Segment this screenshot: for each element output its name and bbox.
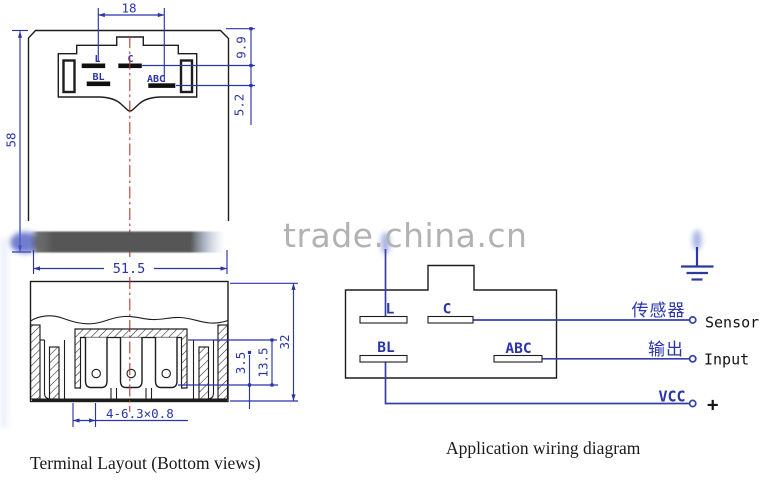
dim-tick xyxy=(270,338,274,342)
relay-label-c: C xyxy=(443,302,452,318)
arrowhead xyxy=(17,31,23,38)
wire-end-node-output xyxy=(688,354,697,363)
output-label-en: Input xyxy=(704,351,749,369)
sensor-label-en: Sensor xyxy=(705,314,759,332)
arrowhead xyxy=(33,266,40,271)
blade-hole-3 xyxy=(161,368,171,379)
terminal-label-c: C xyxy=(127,54,133,65)
relay-label-bl: BL xyxy=(377,340,395,356)
inner-wall-left xyxy=(48,346,60,400)
arrowhead xyxy=(98,12,105,18)
connector-body-section xyxy=(74,328,188,389)
dim-tick xyxy=(249,27,253,31)
wire-end-node-vcc xyxy=(688,399,697,408)
relay-body-outline xyxy=(344,264,558,379)
arrowhead xyxy=(89,418,96,423)
edge-tint xyxy=(0,238,8,428)
dim-tick xyxy=(247,383,252,387)
outer-wall-left xyxy=(29,324,41,400)
plus-label: + xyxy=(707,394,718,416)
blade-section-1 xyxy=(84,337,108,389)
dim-text-51-5: 51.5 xyxy=(113,261,146,277)
dim-text-32: 32 xyxy=(277,334,292,349)
case-outline xyxy=(27,29,230,221)
relay-label-abc: ABC xyxy=(505,341,531,357)
sensor-label-cn: 传感器 xyxy=(632,301,686,321)
terminal-layout-caption: Terminal Layout (Bottom views) xyxy=(30,453,261,473)
blade-section-2 xyxy=(119,337,143,389)
break-line xyxy=(30,315,229,325)
terminal-blade-abc xyxy=(148,83,176,88)
blade-hole-1 xyxy=(91,368,101,379)
vcc-label: VCC xyxy=(658,388,685,406)
relay-terminal-abc xyxy=(493,354,543,363)
top-view-drawing: L C BL ABC 18 58 xyxy=(0,1,255,428)
output-label-cn: 输出 xyxy=(648,340,684,360)
relay-terminal-l xyxy=(359,315,408,324)
wire-fade-glow xyxy=(381,232,390,254)
arrowhead xyxy=(291,394,296,401)
arrowhead xyxy=(73,418,80,423)
terminal-label-l: L xyxy=(94,54,100,65)
dim-tick xyxy=(247,350,252,355)
dim-text-13-5: 13.5 xyxy=(256,347,271,377)
bottom-view-drawing: 32 13.5 3.5 4-6.3×0.8 xyxy=(29,277,298,427)
dim-text-9-9: 9.9 xyxy=(234,36,249,59)
watermark-text: trade.china.cn xyxy=(283,216,528,255)
terminal-label-bl: BL xyxy=(92,72,104,83)
wiring-diagram-caption: Application wiring diagram xyxy=(446,438,641,458)
arrowhead xyxy=(291,283,296,290)
latch-window-left xyxy=(62,59,76,94)
latch-window-right xyxy=(179,59,194,94)
ground-glow xyxy=(692,230,702,250)
dim-text-slots: 4-6.3×0.8 xyxy=(106,406,174,421)
terminal-blade-bl xyxy=(86,81,111,87)
relay-label-l: L xyxy=(386,302,395,318)
dim-text-18: 18 xyxy=(121,1,136,16)
terminal-label-abc: ABC xyxy=(147,74,165,85)
wiring-diagram: L C BL ABC 传感器 Sensor 输出 Input VCC + xyxy=(344,230,759,416)
dim-tick xyxy=(249,63,253,68)
dim-tick xyxy=(249,83,253,88)
wire-end-node-sensor xyxy=(688,316,697,324)
blade-hole-2 xyxy=(126,368,136,379)
outer-wall-right xyxy=(217,324,229,400)
dim-text-3-5: 3.5 xyxy=(233,352,248,375)
connector-outline xyxy=(57,36,198,112)
wire-vcc xyxy=(384,362,690,405)
base-bar xyxy=(30,231,226,253)
arrowhead xyxy=(220,266,227,271)
dim-tick xyxy=(270,383,274,387)
arrowhead xyxy=(157,12,165,18)
relay-terminal-bl xyxy=(359,354,408,363)
dim-text-5-2: 5.2 xyxy=(232,94,247,117)
relay-terminal-c xyxy=(427,315,474,324)
terminal-blade-l xyxy=(81,63,106,69)
dim-text-58: 58 xyxy=(4,132,19,147)
blade-section-3 xyxy=(154,337,178,389)
inner-wall-right xyxy=(198,346,210,400)
